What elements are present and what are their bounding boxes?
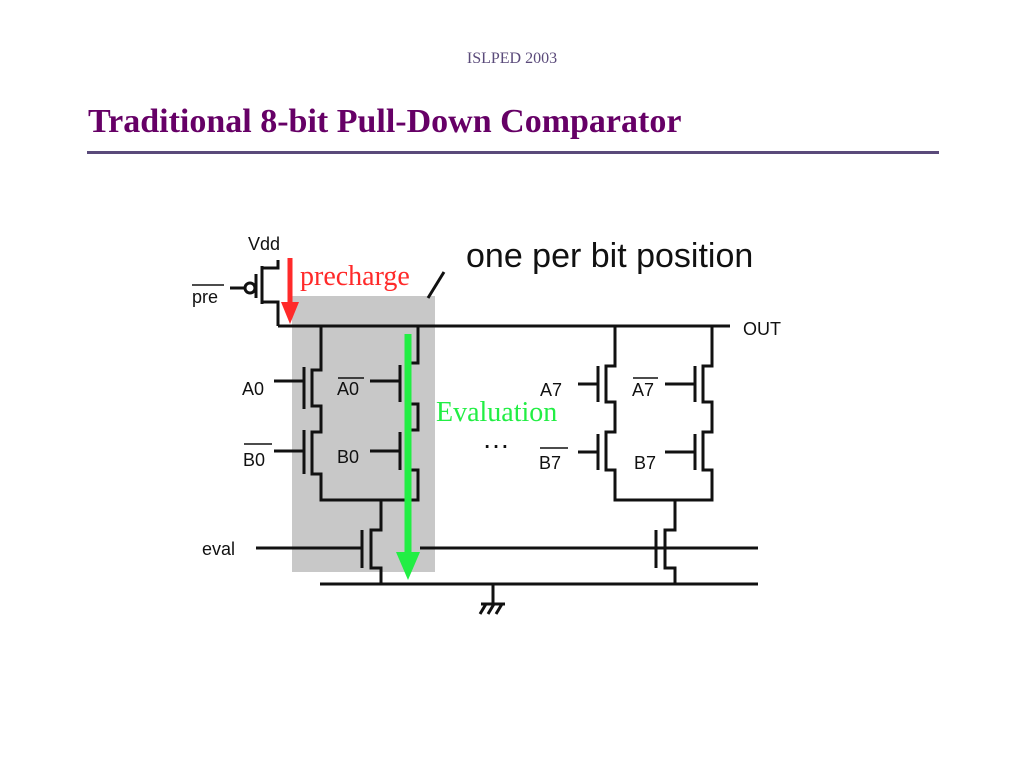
b7-label: B7 [634,453,656,473]
eval-label: eval [202,539,235,559]
title-underline [87,151,939,154]
precharge-arrow-head [281,302,299,324]
a7-bar-label: A7 [632,380,654,400]
conference-header: ISLPED 2003 [466,50,558,67]
ellipsis-label: … [482,423,510,454]
b7-bar-label: B7 [539,453,561,473]
a7-label: A7 [540,380,562,400]
a0-label: A0 [242,379,264,399]
vdd-label: Vdd [248,234,280,254]
b0-label: B0 [337,447,359,467]
a0-bar-label: A0 [337,379,359,399]
evaluation-arrow-head [396,552,420,580]
precharge-label: precharge [300,261,410,292]
signal-overbars [192,284,658,449]
slide-title: Traditional 8-bit Pull-Down Comparator [88,103,682,140]
b0-bar-label: B0 [243,450,265,470]
out-label: OUT [743,319,781,339]
pre-label: pre [192,287,218,307]
circuit-wires [230,260,758,615]
evaluation-label: Evaluation [436,397,557,428]
per-bit-note: one per bit position [466,237,753,275]
